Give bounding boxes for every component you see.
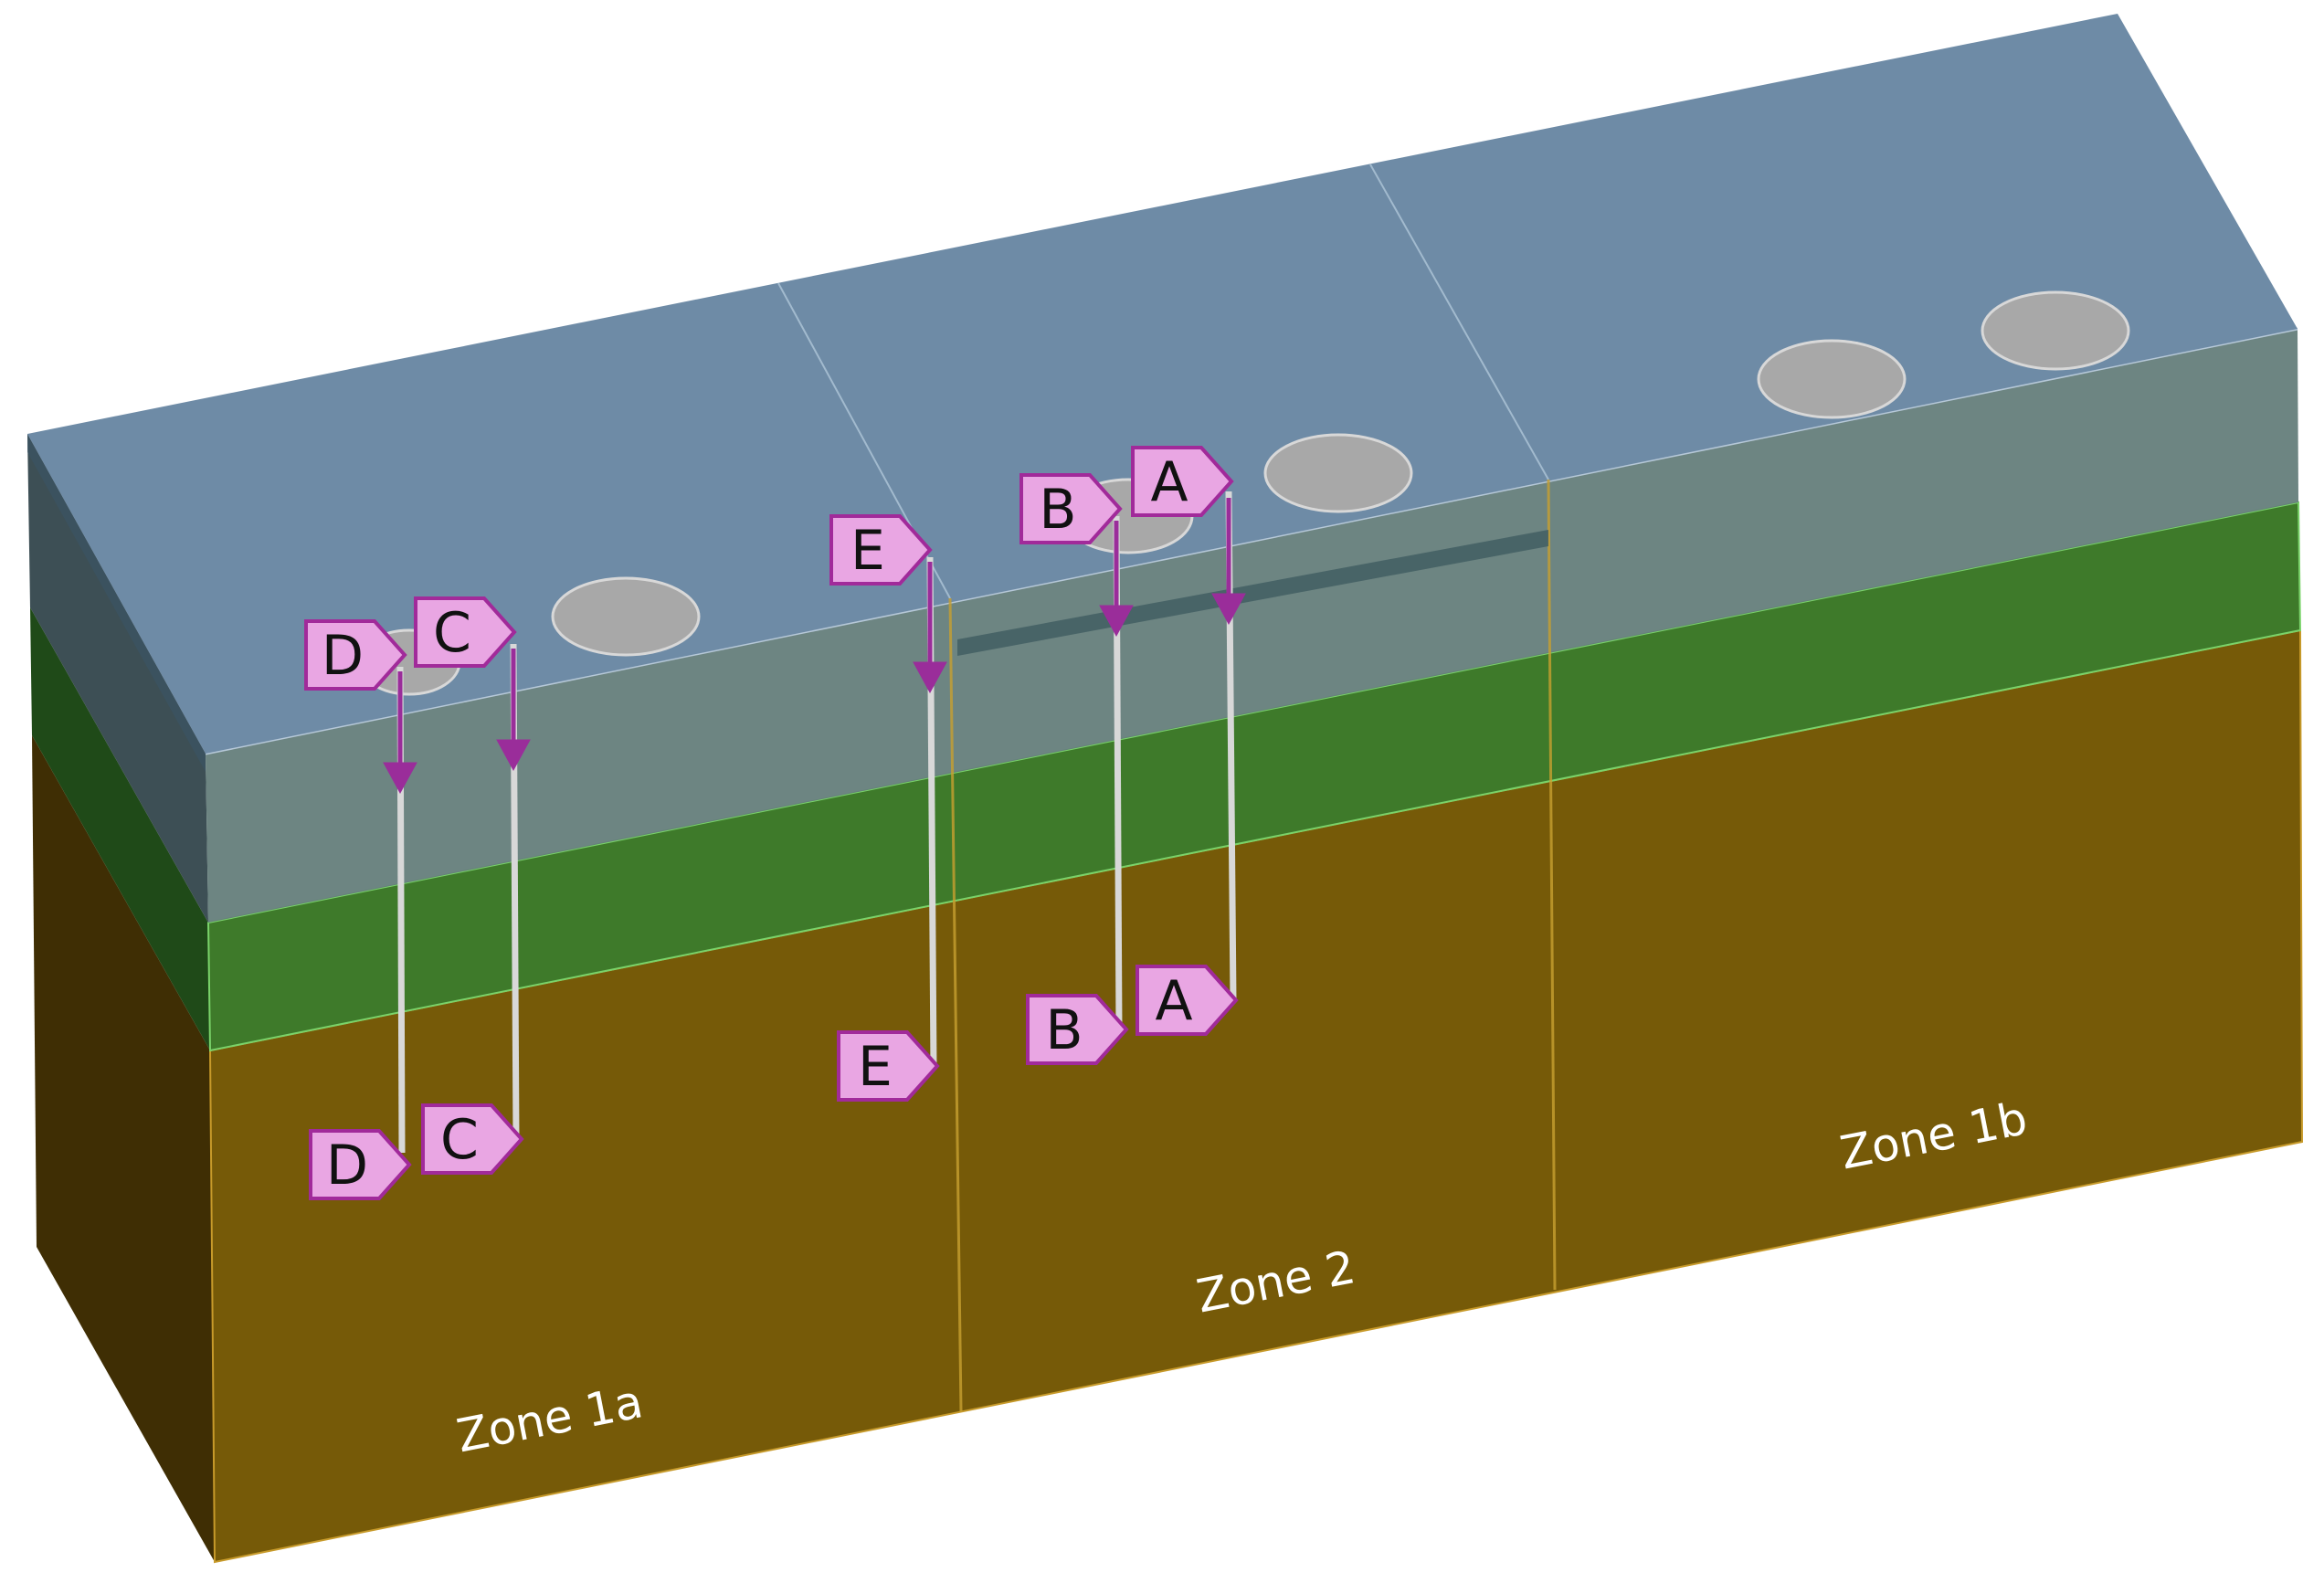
arrow-B (1099, 521, 1134, 638)
water-front-face (206, 329, 2298, 923)
arrow-A (1211, 498, 1246, 626)
disc-zone1b-1 (1757, 339, 1907, 419)
tag-C-bottom: C (421, 1103, 524, 1175)
tag-B-top: B (1019, 473, 1123, 544)
tag-D-bottom-label: D (326, 1134, 368, 1198)
arrow-D (383, 671, 417, 795)
front-divider-2 (1547, 479, 1557, 1291)
disc-zone1b-2 (1981, 290, 2130, 371)
tag-C-top-label: C (433, 601, 471, 665)
well-tags: D C E B A D C E (304, 446, 1239, 1200)
disc-zone2-1 (1263, 433, 1413, 513)
arrow-C (496, 649, 531, 772)
tag-A-top-label: A (1150, 450, 1188, 514)
soil-left-face (32, 735, 215, 1562)
tag-C-bottom-label: C (440, 1108, 479, 1172)
water-top-surface (27, 14, 2298, 754)
front-divider-1 (948, 597, 963, 1412)
tag-A-bottom: A (1136, 965, 1239, 1036)
arrow-E (913, 562, 947, 694)
tag-A-top: A (1131, 446, 1234, 517)
water-top-thin-edge (27, 434, 206, 772)
tag-B-bottom: B (1026, 994, 1129, 1065)
tag-D-top-label: D (322, 624, 364, 688)
tag-B-bottom-label: B (1045, 998, 1083, 1062)
tag-D-top: D (304, 619, 407, 691)
tag-E-bottom: E (837, 1030, 940, 1102)
tag-E-top-label: E (850, 519, 885, 583)
tag-B-top-label: B (1039, 478, 1076, 542)
tag-A-bottom-label: A (1155, 969, 1192, 1033)
flow-arrows (383, 498, 1246, 795)
disc-zone1a-1 (551, 576, 701, 657)
tag-D-bottom: D (309, 1129, 412, 1200)
green-left-face (30, 607, 210, 1050)
tag-E-top: E (829, 514, 933, 586)
water-left-face (27, 434, 208, 923)
submerged-plate (957, 530, 1548, 656)
tag-C-top: C (414, 596, 517, 668)
tag-E-bottom-label: E (858, 1035, 893, 1099)
top-divider-2 (1369, 164, 1549, 480)
